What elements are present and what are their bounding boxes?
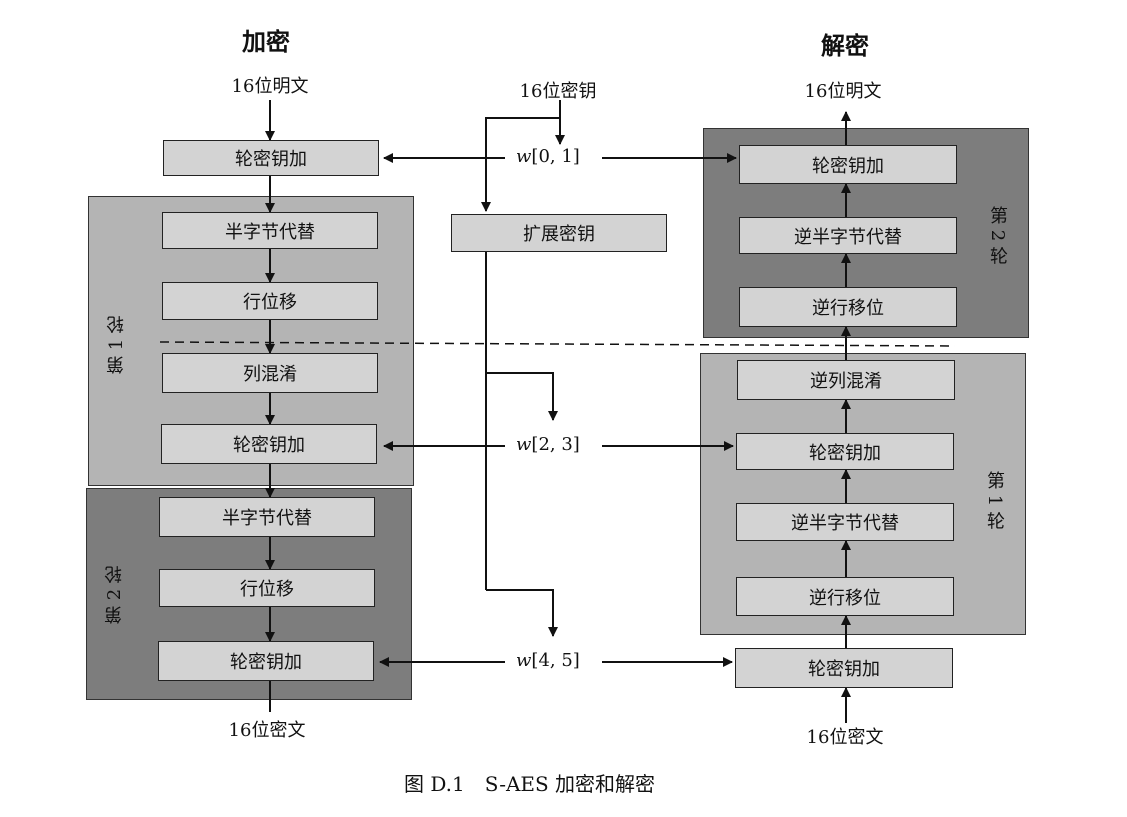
enc-round2-label: 第 2 轮 [104,565,125,625]
enc-r2-add-round-key: 轮密钥加 [158,641,374,681]
enc-r1-nibble-sub: 半字节代替 [162,212,378,249]
figure-caption: 图 D.1 S-AES 加密和解密 [404,772,656,796]
dec-round1-label: 第 1 轮 [984,470,1005,530]
key-w01-index: [0, 1] [531,146,580,167]
key-w23-index: [2, 3] [531,434,580,455]
arrow-expand-w23 [486,372,558,421]
key-w23-var: w [516,434,532,455]
expand-key-box: 扩展密钥 [451,214,667,252]
key-w23: w[2, 3] [512,434,584,455]
dec-r2-inv-nibble-sub: 逆半字节代替 [739,217,957,254]
plaintext-label-left: 16位明文 [231,76,309,97]
key-w45-var: w [516,650,532,671]
key-w01: w[0, 1] [512,146,584,167]
key-w45-index: [4, 5] [531,650,580,671]
enc-r1-mix-columns: 列混淆 [162,353,378,393]
enc-add-round-key-0: 轮密钥加 [163,140,379,176]
enc-round1-label: 第 1 轮 [106,315,127,375]
key-input-label: 16位密钥 [519,81,597,102]
arrow-expand-w45 [486,589,558,637]
dec-r1-inv-nibble-sub: 逆半字节代替 [736,503,954,541]
encrypt-heading: 加密 [242,27,290,56]
arrow-key-to-expand [481,117,560,212]
ciphertext-label-right: 16位密文 [806,727,884,748]
decrypt-heading: 解密 [821,31,869,60]
enc-r1-shift-rows: 行位移 [162,282,378,320]
dec-r2-add-round-key: 轮密钥加 [739,145,957,184]
dec-r1-inv-shift-rows: 逆行移位 [736,577,954,616]
enc-r2-nibble-sub: 半字节代替 [159,497,375,537]
dec-r2-inv-shift-rows: 逆行移位 [739,287,957,327]
dec-add-round-key-0: 轮密钥加 [735,648,953,688]
dec-round2-label: 第 2 轮 [987,205,1008,265]
enc-r2-shift-rows: 行位移 [159,569,375,607]
dec-r1-inv-mix-columns: 逆列混淆 [737,360,955,400]
key-w01-var: w [516,146,532,167]
ciphertext-label-left: 16位密文 [228,720,306,741]
key-w45: w[4, 5] [512,650,584,671]
dec-r1-add-round-key: 轮密钥加 [736,433,954,470]
enc-r1-add-round-key: 轮密钥加 [161,424,377,464]
plaintext-label-right: 16位明文 [804,81,882,102]
round-separator-dashed [159,341,956,347]
